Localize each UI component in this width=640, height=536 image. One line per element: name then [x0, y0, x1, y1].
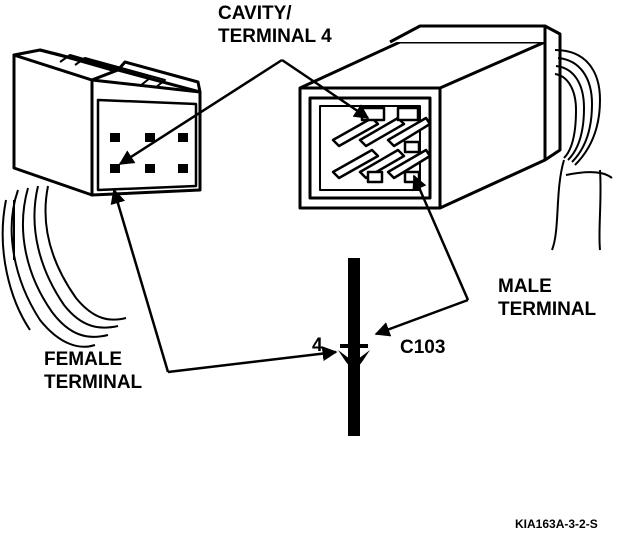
- female-terminal-label-line1: FEMALE: [44, 349, 123, 370]
- female-terminal-label-line2: TERMINAL: [44, 372, 143, 393]
- male-terminal-label-line1: MALE: [498, 276, 552, 297]
- connector-id-label: C103: [400, 337, 446, 358]
- male-terminal-blades: [331, 106, 432, 184]
- cavity-label-line1: CAVITY/: [218, 3, 292, 24]
- male-connector-wires: [551, 49, 613, 251]
- male-connector: [298, 24, 562, 210]
- female-connector-wires: [1, 185, 127, 348]
- male-terminal-label-line2: TERMINAL: [498, 299, 597, 320]
- female-terminal-cavities: [110, 133, 188, 173]
- figure-code-label: KIA163A-3-2-S: [515, 517, 598, 531]
- cavity-label-line2: TERMINAL 4: [218, 26, 332, 47]
- wire-segment: [338, 258, 370, 436]
- pin-number-label: 4: [312, 335, 323, 356]
- callout-leader-lines: [110, 58, 470, 374]
- female-connector: [12, 48, 202, 197]
